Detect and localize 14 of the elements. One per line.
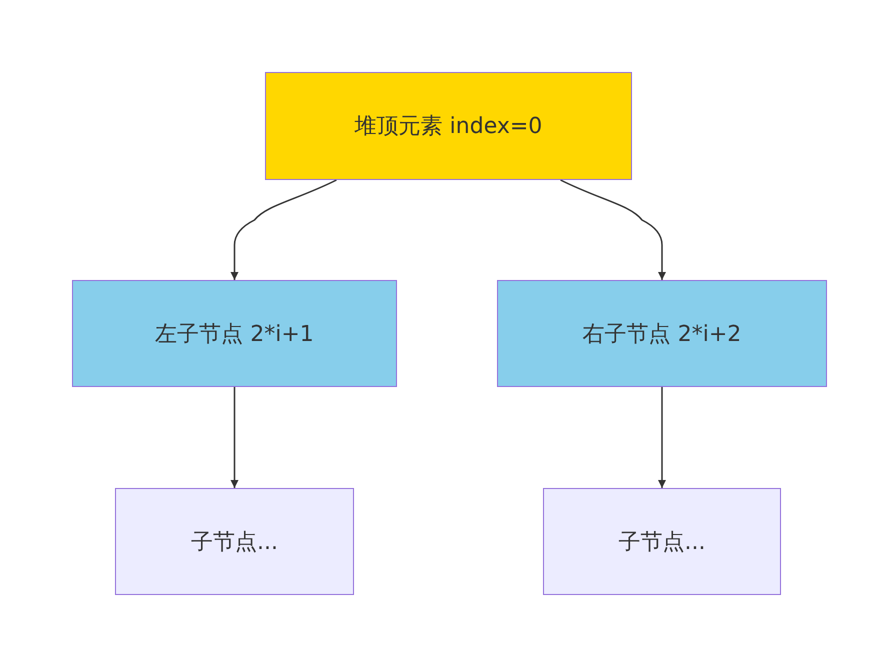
arrow [230,387,238,488]
node-box [115,488,354,595]
node-label: 左子节点 2*i+1 [155,320,314,348]
node-label: 堆顶元素 index=0 [354,113,542,141]
node-box [265,72,632,180]
arrow [230,179,337,280]
node-box [543,488,781,595]
node-label: 子节点... [618,528,706,556]
arrow [658,387,666,488]
arrow [560,179,666,280]
node-label: 右子节点 2*i+2 [582,320,742,348]
node-box [497,280,827,387]
node-label: 子节点... [191,528,278,556]
node-box [72,280,397,387]
